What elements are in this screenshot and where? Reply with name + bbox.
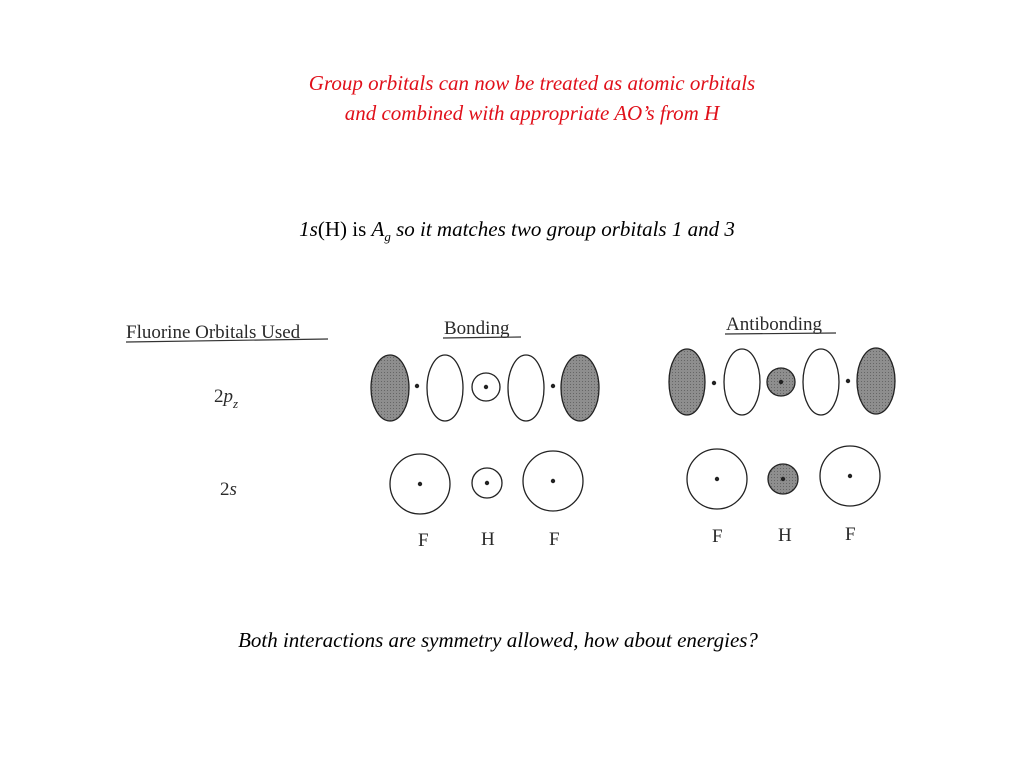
h-nucleus-dot — [780, 476, 786, 482]
f-nucleus-dot — [845, 378, 851, 384]
bonding-2s-combination — [389, 450, 584, 515]
title-line-1: Group orbitals can now be treated as ato… — [308, 71, 756, 95]
h-nucleus-dot — [483, 384, 489, 390]
f-lobe-clear — [802, 348, 840, 416]
f-lobe-shaded — [668, 348, 706, 416]
antibonding-underline — [724, 332, 837, 335]
row-label-2pz: 2pz — [214, 386, 238, 411]
slide-title: Group orbitals can now be treated as ato… — [0, 68, 1024, 128]
atom-label-f: F — [712, 526, 723, 547]
h-nucleus-dot — [484, 480, 490, 486]
subtitle: 1s(H) is Ag so it matches two group orbi… — [0, 215, 1024, 251]
atom-label-h: H — [481, 529, 495, 550]
bonding-2pz-combination — [370, 354, 600, 422]
subtitle-a: A — [371, 217, 385, 241]
f-lobe-shaded — [370, 354, 410, 422]
subtitle-rest: so it matches two group orbitals 1 and 3 — [390, 217, 735, 241]
f-nucleus-dot — [711, 380, 717, 386]
atom-label-f: F — [418, 530, 429, 551]
subtitle-1s: 1s — [299, 217, 318, 241]
atom-label-f: F — [845, 524, 856, 545]
row-label-2s: 2s — [220, 479, 237, 500]
atom-label-f: F — [549, 529, 560, 550]
f-nucleus-dot — [414, 383, 420, 389]
title-line-2: and combined with appropriate AO’s from … — [344, 101, 720, 125]
footer-question: Both interactions are symmetry allowed, … — [238, 628, 758, 652]
f-nucleus-dot — [550, 383, 556, 389]
subtitle-h: (H) is — [317, 217, 372, 241]
f-nucleus-dot — [417, 481, 423, 487]
f-lobe-clear — [426, 354, 464, 422]
f-lobe-clear — [507, 354, 545, 422]
antibonding-header: Antibonding — [726, 314, 823, 335]
subtitle-g: g — [384, 229, 391, 245]
row-header-underline — [125, 338, 329, 343]
h-nucleus-dot — [778, 379, 784, 385]
f-nucleus-dot — [550, 478, 556, 484]
bonding-header: Bonding — [444, 318, 510, 339]
f-lobe-shaded — [856, 347, 896, 415]
row-header-label: Fluorine Orbitals Used — [126, 322, 301, 343]
bonding-underline — [442, 336, 522, 339]
f-nucleus-dot — [714, 476, 720, 482]
f-lobe-clear — [723, 348, 761, 416]
atom-label-h: H — [778, 525, 792, 546]
antibonding-2pz-combination — [668, 347, 896, 416]
f-lobe-shaded — [560, 354, 600, 422]
f-nucleus-dot — [847, 473, 853, 479]
antibonding-2s-combination — [686, 445, 881, 510]
